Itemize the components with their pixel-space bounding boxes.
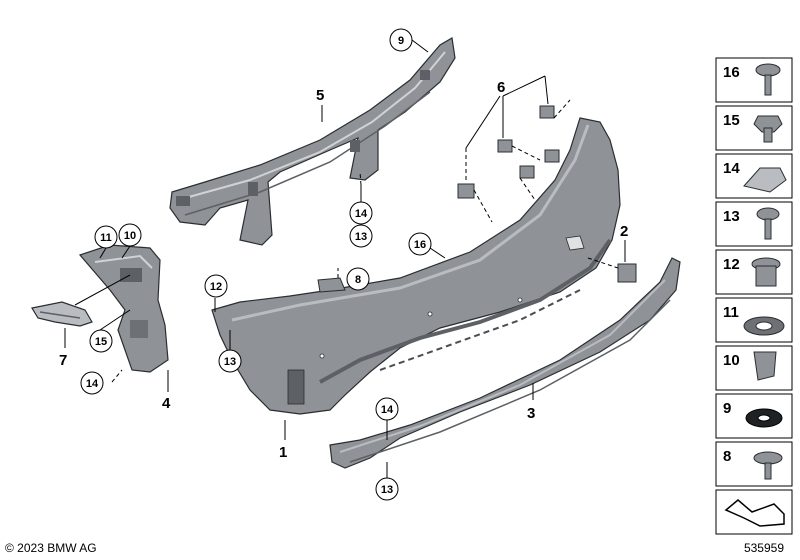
key-box-16: 16 bbox=[715, 57, 793, 103]
bracket-right-part bbox=[617, 263, 637, 283]
key-box-15: 15 bbox=[715, 105, 793, 151]
bumper-panel-part bbox=[211, 117, 621, 415]
label-part-2: 2 bbox=[620, 223, 628, 240]
svg-text:12: 12 bbox=[723, 256, 740, 273]
circle-label-14-left: 14 bbox=[80, 371, 104, 395]
key-box-9: 9 bbox=[715, 393, 793, 439]
circle-label-10: 10 bbox=[118, 223, 142, 247]
key-box-11: 11 bbox=[715, 297, 793, 343]
svg-text:8: 8 bbox=[723, 448, 731, 465]
svg-text:11: 11 bbox=[723, 304, 739, 321]
key-box-10: 10 bbox=[715, 345, 793, 391]
circle-label-14-bottom: 14 bbox=[375, 397, 399, 421]
svg-text:14: 14 bbox=[86, 378, 99, 390]
svg-text:14: 14 bbox=[381, 404, 394, 416]
key-box-8: 8 bbox=[715, 441, 793, 487]
svg-text:15: 15 bbox=[723, 112, 740, 129]
svg-text:13: 13 bbox=[381, 484, 393, 496]
svg-text:15: 15 bbox=[95, 336, 107, 348]
svg-text:8: 8 bbox=[355, 274, 361, 286]
circle-label-16: 16 bbox=[408, 232, 432, 256]
svg-text:16: 16 bbox=[723, 64, 740, 81]
circle-label-11: 11 bbox=[94, 225, 118, 249]
circle-label-13-top: 13 bbox=[349, 224, 373, 248]
key-box-12: 12 bbox=[715, 249, 793, 295]
svg-text:14: 14 bbox=[723, 160, 740, 177]
label-part-7: 7 bbox=[59, 352, 67, 369]
svg-text:10: 10 bbox=[124, 230, 136, 242]
key-box-13: 13 bbox=[715, 201, 793, 247]
svg-text:11: 11 bbox=[100, 232, 112, 244]
svg-text:9: 9 bbox=[723, 400, 731, 417]
svg-text:13: 13 bbox=[224, 356, 236, 368]
label-part-1: 1 bbox=[279, 444, 287, 461]
label-part-3: 3 bbox=[527, 405, 535, 422]
bracket-clips-part bbox=[457, 105, 560, 199]
circle-label-8: 8 bbox=[346, 267, 370, 291]
label-part-6: 6 bbox=[497, 79, 505, 96]
document-number: 535959 bbox=[743, 541, 784, 555]
side-bracket-part bbox=[78, 244, 169, 373]
diffuser-part bbox=[329, 257, 681, 469]
svg-text:16: 16 bbox=[414, 239, 426, 251]
label-part-5: 5 bbox=[316, 87, 324, 104]
circle-label-12: 12 bbox=[204, 274, 228, 298]
part-number-labels: 5 6 2 1 3 4 7 bbox=[59, 79, 628, 461]
svg-text:9: 9 bbox=[398, 35, 404, 47]
circle-label-9: 9 bbox=[389, 28, 413, 52]
circled-number-labels: 9 14 13 16 8 12 13 11 bbox=[80, 28, 432, 501]
svg-text:14: 14 bbox=[355, 208, 368, 220]
carrier-beam-part bbox=[169, 37, 456, 246]
label-part-4: 4 bbox=[162, 395, 171, 412]
copyright-text: © 2023 BMW AG bbox=[5, 541, 97, 555]
key-box-arrow bbox=[715, 489, 793, 535]
circle-label-15: 15 bbox=[89, 329, 113, 353]
reflector-part bbox=[31, 301, 93, 327]
svg-text:12: 12 bbox=[210, 281, 222, 293]
circle-label-13-bottom: 13 bbox=[375, 477, 399, 501]
leader-lines bbox=[64, 39, 626, 478]
circle-label-14-top: 14 bbox=[349, 201, 373, 225]
fastener-key-panel: 16 15 14 13 12 bbox=[715, 57, 793, 535]
svg-text:13: 13 bbox=[355, 231, 367, 243]
circle-label-13-mid: 13 bbox=[218, 349, 242, 373]
svg-text:13: 13 bbox=[723, 208, 740, 225]
svg-text:10: 10 bbox=[723, 352, 740, 369]
key-box-14: 14 bbox=[715, 153, 793, 199]
